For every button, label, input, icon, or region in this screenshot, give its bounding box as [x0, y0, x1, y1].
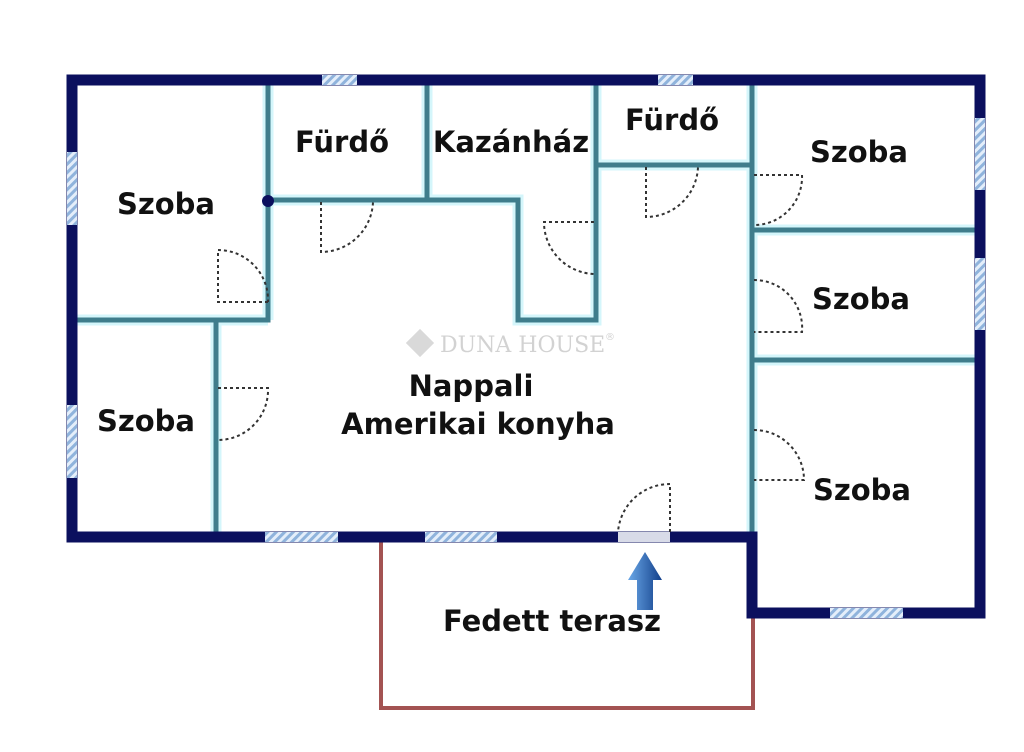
- room-label-szoba: Szoba: [812, 282, 910, 316]
- entrance-arrow-icon: [628, 552, 662, 610]
- outer-walls: [66, 74, 986, 619]
- room-label-furdo: Fürdő: [295, 125, 389, 159]
- room-label-furdo: Fürdő: [625, 103, 719, 137]
- room-label-szoba: Szoba: [810, 135, 908, 169]
- room-label-amerikai-konyha: Amerikai konyha: [341, 407, 615, 441]
- room-label-szoba: Szoba: [97, 404, 195, 438]
- watermark-logo: DUNA HOUSE ®: [405, 328, 615, 358]
- room-label-kazanhaz: Kazánház: [433, 125, 589, 159]
- room-label-szoba: Szoba: [813, 473, 911, 507]
- doors: [217, 166, 806, 533]
- room-label-terasz: Fedett terasz: [443, 604, 661, 638]
- room-label-szoba: Szoba: [117, 187, 215, 221]
- svg-text:®: ®: [605, 332, 615, 343]
- room-label-nappali: Nappali: [409, 369, 534, 403]
- svg-text:DUNA HOUSE: DUNA HOUSE: [440, 333, 605, 358]
- inner-walls: [74, 82, 978, 540]
- windows: [67, 75, 985, 618]
